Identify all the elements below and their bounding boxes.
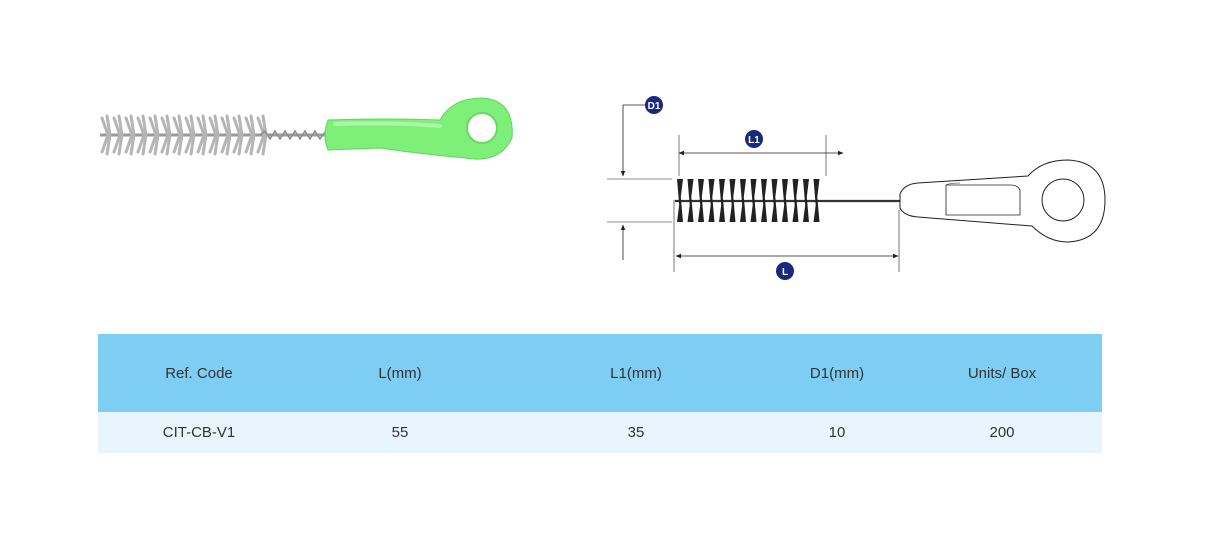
drawing-bristle xyxy=(750,179,757,222)
bristle-tuft xyxy=(256,114,268,156)
table-header-row: Ref. Code L(mm) L1(mm) D1(mm) Units/ Box xyxy=(98,334,1102,412)
bristle-tuft xyxy=(100,114,112,156)
drawing-bristle xyxy=(719,179,725,222)
svg-text:L: L xyxy=(782,267,788,278)
bristle-tuft xyxy=(184,114,196,156)
bristle-tuft xyxy=(148,114,160,156)
drawing-ring-hole xyxy=(1041,178,1085,222)
drawing-bristle xyxy=(687,179,694,222)
bristle-tuft xyxy=(244,114,256,156)
table-cell: 10 xyxy=(772,412,902,453)
d1-arrow-top xyxy=(620,104,645,177)
bristle-tuft xyxy=(160,114,172,156)
column-header: Units/ Box xyxy=(902,334,1102,412)
drawing-bristle xyxy=(782,179,788,222)
drawing-bristle xyxy=(761,179,767,222)
table-row: CIT-CB-V1 55 35 10 200 xyxy=(98,412,1102,453)
table-cell: 35 xyxy=(500,412,772,453)
twisted-wire xyxy=(259,129,326,141)
drawing-bristle xyxy=(771,179,778,222)
drawing-bristle xyxy=(729,179,736,222)
bristle-tuft xyxy=(220,114,232,156)
brush-bristles: // bristle tufts drawn by script below xyxy=(100,114,268,156)
drawing-handle xyxy=(899,159,1106,243)
drawing-bristle xyxy=(708,179,715,222)
bristle-tuft xyxy=(172,114,184,156)
drawing-bristle xyxy=(740,179,746,222)
column-header: L(mm) xyxy=(300,334,500,412)
handle-ring-hole xyxy=(466,112,498,144)
technical-drawing: D1 L1 L xyxy=(607,96,1106,280)
bristle-tuft xyxy=(232,114,244,156)
table-cell: 55 xyxy=(300,412,500,453)
table-cell: 200 xyxy=(902,412,1102,453)
spec-table: Ref. Code L(mm) L1(mm) D1(mm) Units/ Box… xyxy=(98,334,1102,453)
column-header: L1(mm) xyxy=(500,334,772,412)
bristle-tuft xyxy=(196,114,208,156)
svg-text:D1: D1 xyxy=(648,101,661,112)
bristle-tuft xyxy=(124,114,136,156)
bristle-tuft xyxy=(136,114,148,156)
drawing-bristle xyxy=(698,179,704,222)
bristle-tuft xyxy=(112,114,124,156)
d1-badge: D1 xyxy=(645,96,663,114)
l-badge: L xyxy=(776,262,794,280)
drawing-bristles xyxy=(677,179,820,222)
drawing-bristle xyxy=(813,179,820,222)
bristle-tuft xyxy=(208,114,220,156)
drawing-bristle xyxy=(792,179,799,222)
column-header: Ref. Code xyxy=(98,334,300,412)
green-handle xyxy=(324,97,513,160)
drawing-bristle xyxy=(677,179,683,222)
l1-badge: L1 xyxy=(745,130,763,148)
drawing-bristle xyxy=(803,179,809,222)
column-header: D1(mm) xyxy=(772,334,902,412)
svg-text:L1: L1 xyxy=(748,135,760,146)
product-photo: // bristle tufts drawn by script below xyxy=(100,97,513,160)
table-cell: CIT-CB-V1 xyxy=(98,412,300,453)
